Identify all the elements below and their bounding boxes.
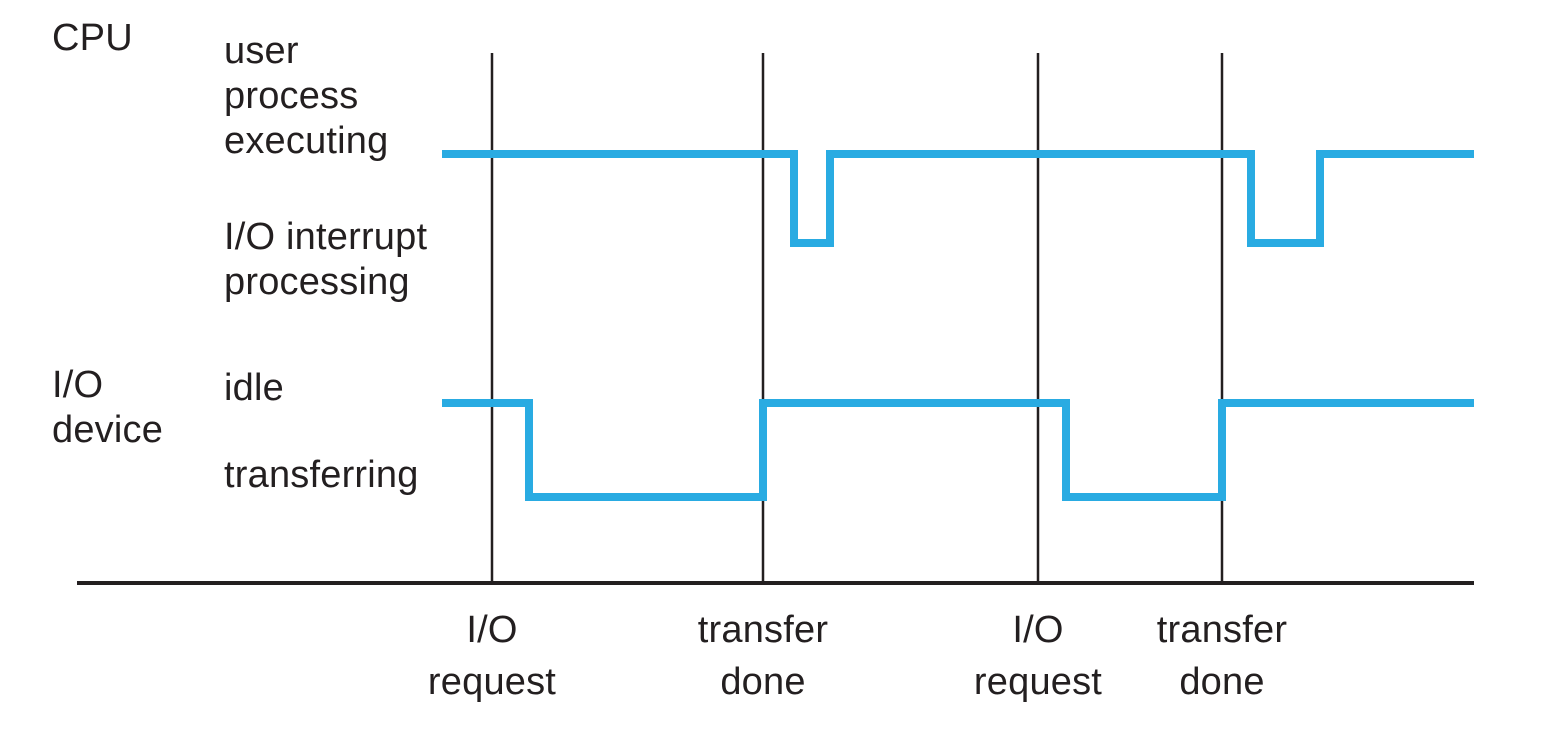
- device-state-transferring-label: transferring: [224, 454, 419, 496]
- device-state-idle-label: idle: [224, 367, 284, 409]
- event-label-transfer-done-1: transfer done: [697, 609, 829, 703]
- event-label-io-request-1: I/O request: [427, 609, 557, 703]
- event-label-io-request-2: I/O request: [973, 609, 1103, 703]
- cpu-row-label: CPU: [52, 17, 133, 59]
- cpu-state-interrupt-label: I/O interrupt processing: [224, 216, 428, 303]
- io-device-row-label: I/O device: [52, 364, 164, 451]
- event-lines: [490, 53, 1224, 583]
- cpu-signal-line: [442, 150, 1474, 247]
- device-signal-line: [442, 399, 1474, 501]
- event-label-transfer-done-2: transfer done: [1156, 609, 1288, 703]
- cpu-state-executing-label: user process executing: [224, 30, 389, 162]
